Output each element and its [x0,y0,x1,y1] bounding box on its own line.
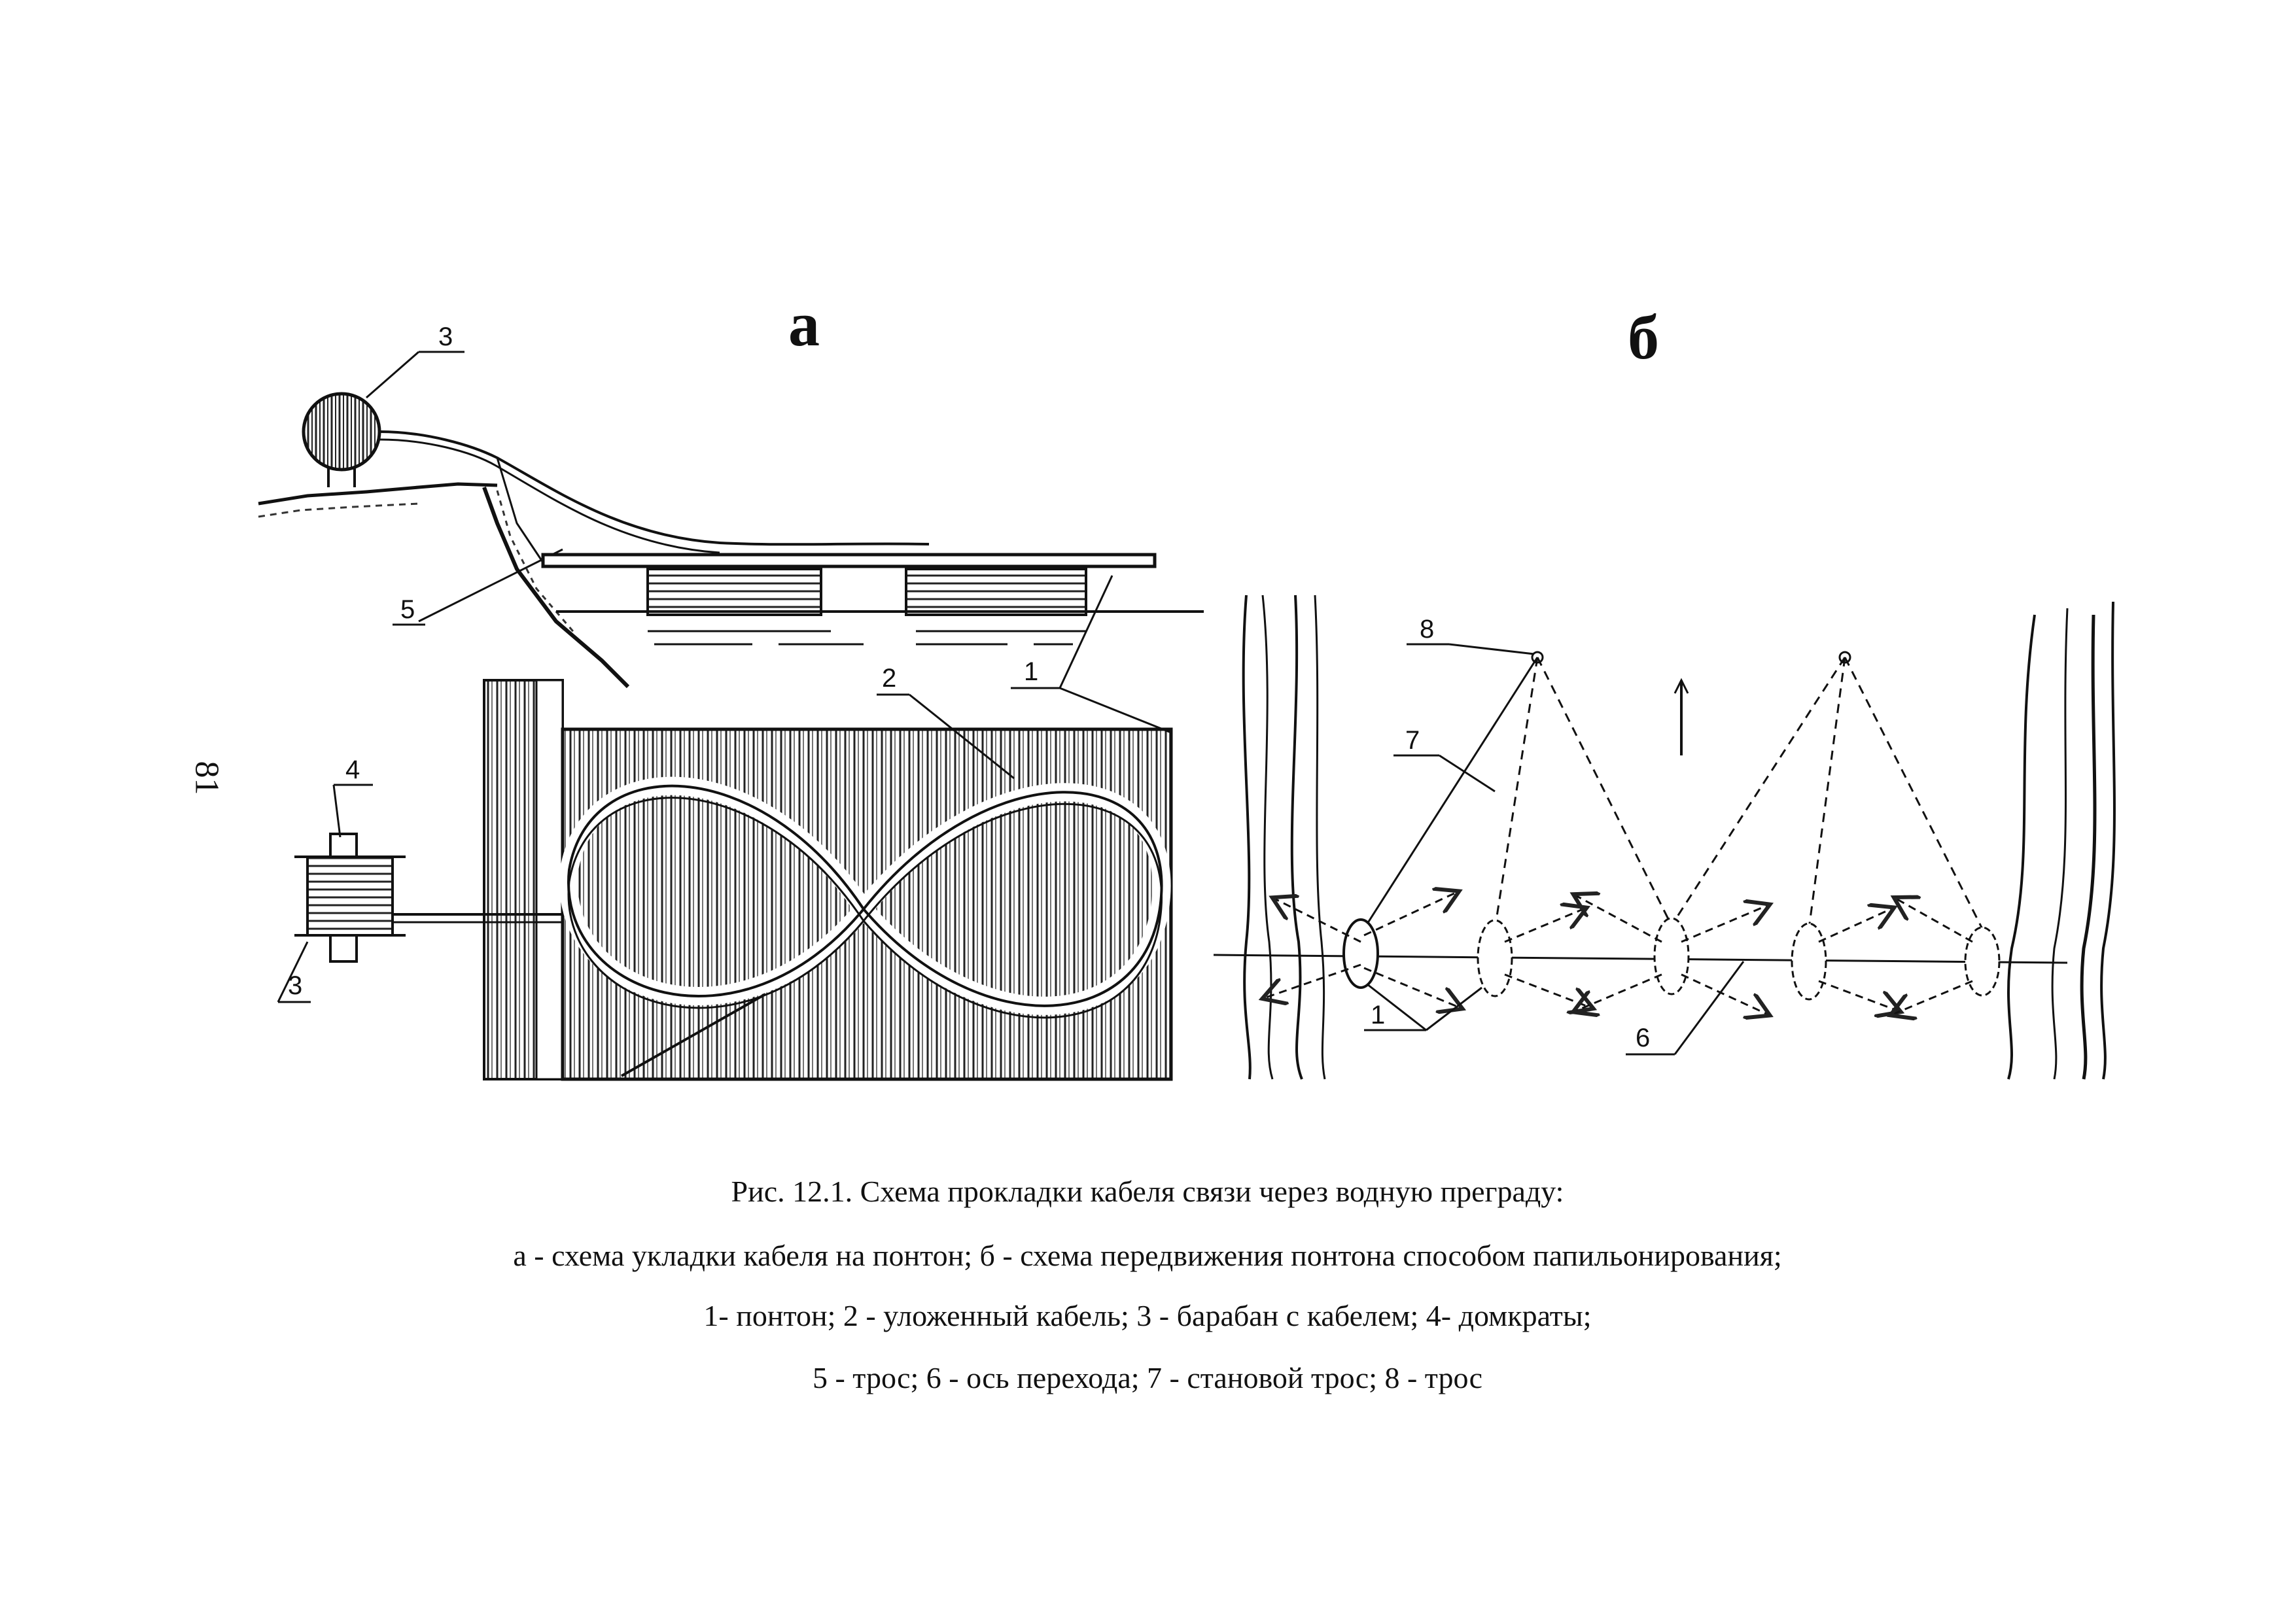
cable-drum-top-view [306,855,394,937]
top-view-labels: 4 3 2 1 [277,575,1172,1003]
pontoon-pos-4 [1791,922,1827,1001]
caption-line-4: 5 - трос; 6 - ось перехода; 7 - становой… [812,1361,1483,1394]
pontoon-pos-3 [1653,917,1690,995]
pontoon-deck [541,553,1157,568]
label-drum-bottom: 3 [288,971,302,1000]
rope-5 [496,457,544,563]
pontoon-float-left [646,568,822,616]
label-cable-2: 2 [882,664,896,693]
top-view [294,679,1173,1081]
left-bank [1242,595,1252,1080]
bank-slope [482,486,630,689]
panel-b-label: б [1628,302,1659,372]
side-view-labels: 3 5 [366,322,464,626]
panel-a-label: а [788,289,820,359]
pontoon-pos-2 [1477,919,1513,997]
label-rope-5: 5 [400,595,415,624]
pontoon-float-right [905,568,1087,616]
label-drum-top: 3 [438,322,453,351]
side-view [258,392,1204,689]
bank-ground [258,482,498,506]
panel-b [1213,595,2116,1080]
anchor-rope-7 [1363,657,1539,929]
pontoon-pos-5 [1964,926,2001,997]
cable-from-drum [379,430,930,546]
label-pontoon-1: 1 [1024,657,1038,686]
movement-arrows [1266,893,1973,1014]
caption-line-1: Рис. 12.1. Схема прокладки кабеля связи … [731,1175,1564,1208]
panel-b-labels: 8 7 1 6 [1364,615,1745,1056]
label-axis-6: 6 [1636,1024,1650,1052]
right-bank [2007,614,2036,1080]
pontoon-pos-1 [1342,918,1379,989]
caption-line-2: а - схема укладки кабеля на понтон; б - … [513,1239,1782,1272]
cable-figure-eight [567,784,1163,1007]
jack-bottom [329,934,358,963]
jack-top [329,833,358,858]
caption-line-3: 1- понтон; 2 - уложенный кабель; 3 - бар… [703,1299,1592,1332]
label-jacks-4: 4 [345,755,360,784]
label-pontoon-1-b: 1 [1371,1001,1385,1029]
cable-drum-side [302,392,381,472]
crossing-axis [1213,954,2068,964]
label-rope-8: 8 [1420,615,1434,644]
label-anchor-rope-7: 7 [1405,726,1420,755]
